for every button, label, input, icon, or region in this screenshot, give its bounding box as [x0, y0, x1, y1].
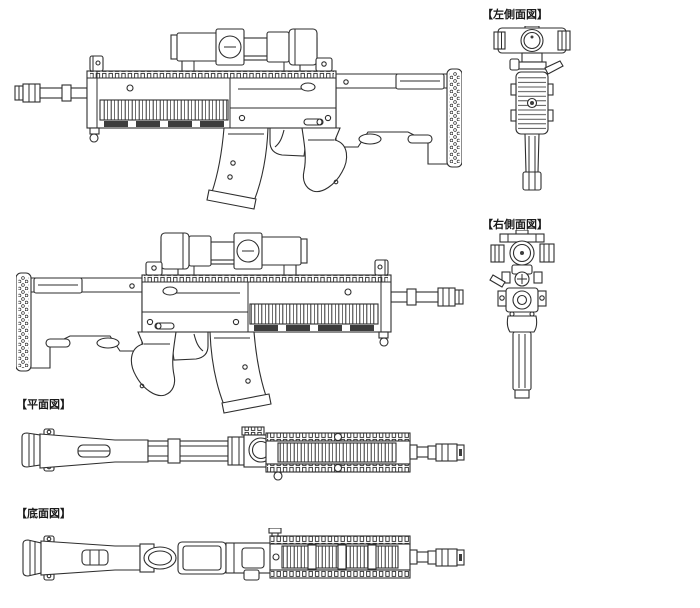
- butt-pad-top: [21, 432, 41, 468]
- label-left-side-view: 【左側面図】: [482, 9, 548, 21]
- label-right-side-view: 【右側面図】: [482, 219, 548, 231]
- butt-pad-rear: [512, 331, 532, 391]
- butt-pad-bottom: [22, 539, 42, 577]
- label-plan-view: 【平面図】: [16, 399, 71, 411]
- sling-hook: [489, 274, 506, 288]
- figure-rifle-muzzle-right: [16, 220, 466, 420]
- figure-front-view: [492, 26, 572, 196]
- figure-rear-view: [486, 230, 571, 405]
- front-view-drawing: [493, 26, 571, 191]
- plan-view-drawing: [21, 426, 465, 481]
- figure-rifle-muzzle-left: [12, 16, 462, 216]
- bottom-view-drawing: [22, 528, 465, 581]
- cheek-rest-rear: [506, 315, 538, 333]
- figure-plan-view: [20, 424, 465, 482]
- figure-bottom-view: [20, 528, 465, 590]
- magazine-front: [524, 133, 540, 173]
- magazine-baseplate: [177, 541, 227, 575]
- rear-view-drawing: [489, 230, 555, 399]
- charging-handle: [544, 60, 564, 75]
- label-bottom-view: 【底面図】: [16, 508, 71, 520]
